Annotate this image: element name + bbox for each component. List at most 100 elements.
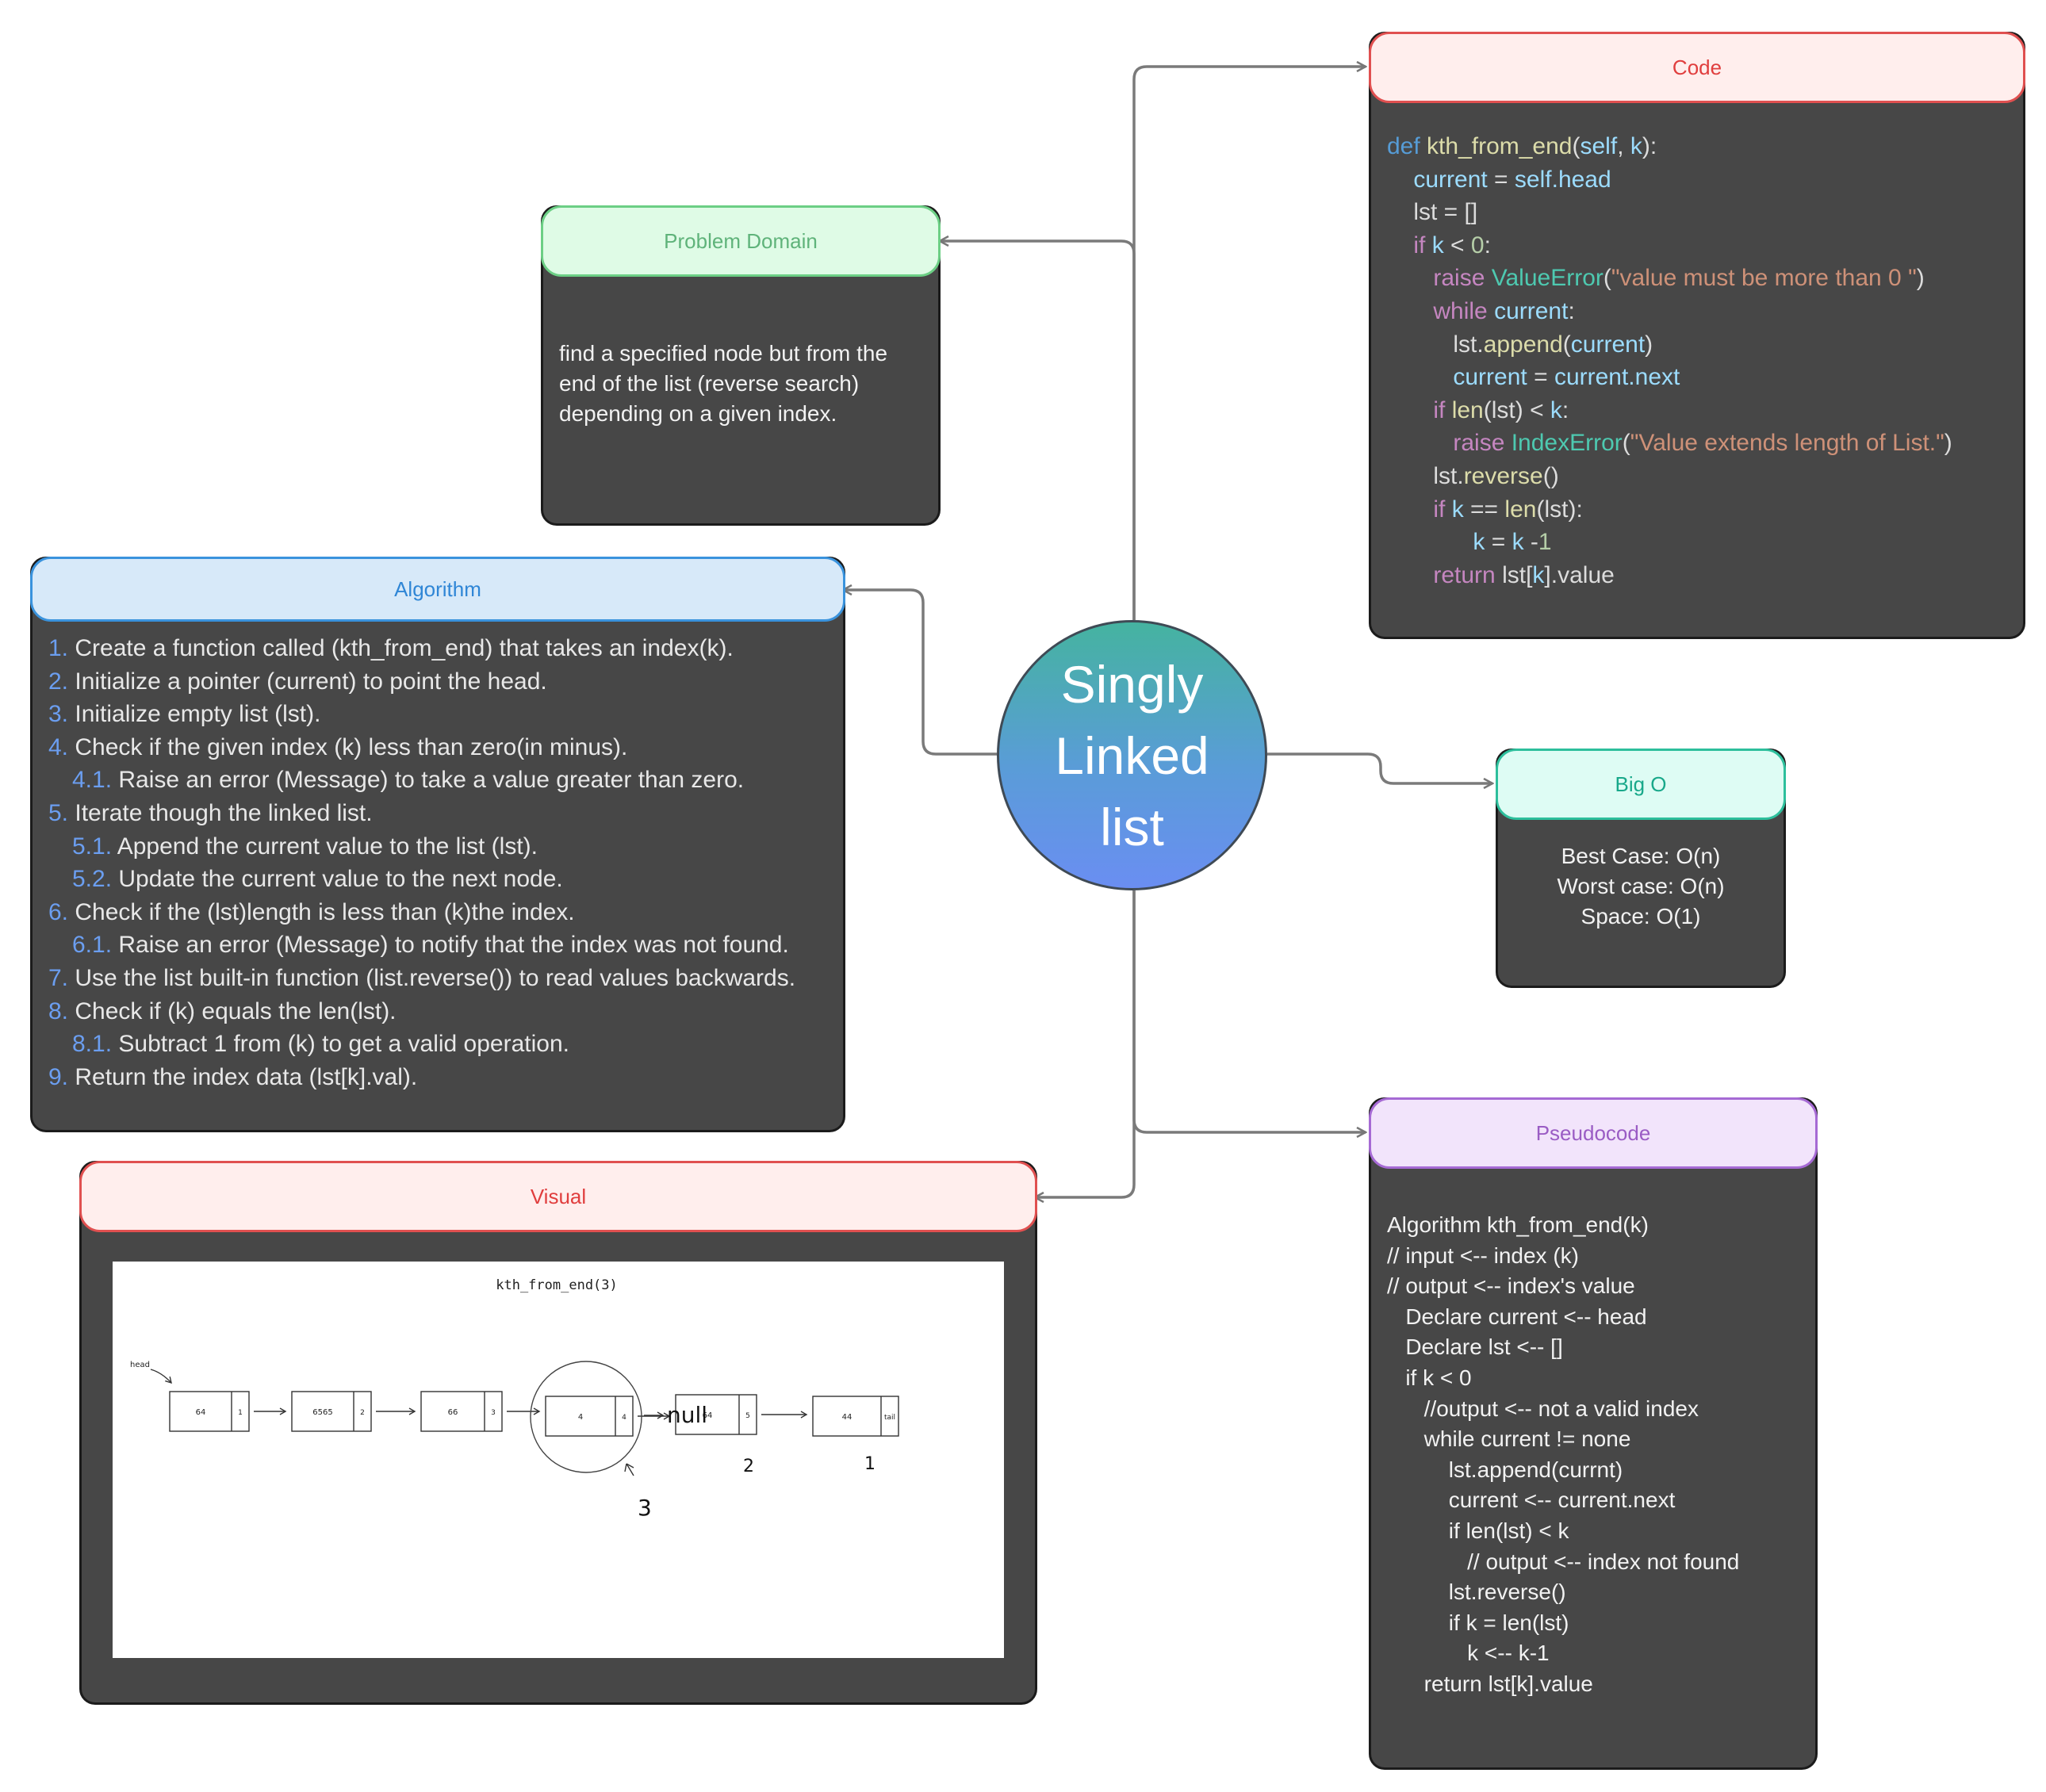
sketch-node-value: 6565: [312, 1408, 332, 1417]
code-token: -: [1523, 529, 1538, 556]
code-token: k: [1512, 529, 1524, 556]
sketch-node-next: 1: [238, 1409, 243, 1417]
sketch-head-label: head: [130, 1361, 150, 1369]
code-token: =: [1487, 166, 1515, 193]
algorithm-step-number: 8.1.: [72, 1031, 113, 1058]
code-token: <: [1443, 232, 1471, 258]
code-token: self.head: [1514, 166, 1611, 193]
connector-to-problem-domain: [940, 241, 1136, 620]
big-o-card: Big O Best Case: O(n) Worst case: O(n) S…: [1496, 749, 1786, 988]
problem-domain-text: find a specified node but from the end o…: [559, 339, 887, 429]
algorithm-card: Algorithm 1. Create a function called (k…: [30, 557, 845, 1132]
code-token: len: [1504, 496, 1537, 523]
pseudocode-card: Pseudocode Algorithm kth_from_end(k) // i…: [1369, 1097, 1818, 1770]
algorithm-step: 5.2. Update the current value to the nex…: [48, 863, 795, 896]
code-line: k = k -1: [1387, 526, 1952, 559]
center-title-line: Singly: [1060, 654, 1204, 714]
pseudocode-line: current <-- current.next: [1387, 1488, 1676, 1513]
center-title-line: list: [1100, 797, 1164, 856]
code-token: =: [1485, 529, 1512, 556]
pseudocode-title: Pseudocode: [1535, 1120, 1651, 1145]
code-token: "Value extends length of List.": [1630, 430, 1944, 457]
code-line: lst.append(current): [1387, 328, 1952, 362]
algorithm-step-text: Return the index data (lst[k].val).: [68, 1063, 418, 1090]
best-case-text: Best Case: O(n): [1561, 844, 1721, 868]
pseudocode-line: // input <-- index (k): [1387, 1243, 1579, 1268]
code-token: k: [1630, 133, 1642, 159]
sketch-mark: 1: [864, 1454, 875, 1474]
pseudocode-line: if k = len(lst): [1387, 1610, 1569, 1635]
code-token: [1387, 430, 1453, 456]
code-token: raise: [1453, 430, 1512, 457]
pseudocode-header: Pseudocode: [1369, 1097, 1818, 1169]
code-token: k: [1473, 529, 1485, 556]
code-token: ,: [1617, 133, 1630, 159]
code-token: [1387, 232, 1413, 258]
sketch-node-value: 4: [578, 1413, 583, 1422]
code-token: raise: [1433, 265, 1492, 292]
code-line: return lst[k].value: [1387, 559, 1952, 592]
sketch-node-next: tail: [884, 1414, 895, 1422]
code-token: (lst):: [1536, 496, 1583, 523]
algorithm-step-text: Iterate though the linked list.: [68, 799, 373, 826]
algorithm-step: 8. Check if (k) equals the len(lst).: [48, 995, 795, 1028]
algorithm-step-number: 3.: [48, 701, 69, 728]
code-title: Code: [1672, 55, 1722, 79]
sketch-node: [545, 1396, 634, 1437]
algorithm-step-text: Check if the (lst)length is less than (k…: [68, 898, 575, 925]
sketch-node-value: 66: [448, 1408, 458, 1417]
sketch-node-next: 4: [622, 1414, 626, 1422]
code-token: ].value: [1544, 561, 1615, 588]
code-line: current = self.head: [1387, 163, 1952, 197]
visual-header: Visual: [79, 1161, 1037, 1232]
code-token: k: [1550, 396, 1562, 423]
pseudocode-line: lst.reverse(): [1387, 1579, 1566, 1605]
code-token: [1387, 496, 1433, 523]
algorithm-step-number: 1.: [48, 635, 69, 661]
algorithm-step-number: 4.: [48, 733, 69, 760]
code-token: :: [1561, 396, 1569, 423]
algorithm-step: 6.1. Raise an error (Message) to notify …: [48, 929, 795, 962]
sketch-node-next: 5: [745, 1412, 750, 1420]
pseudocode-line: // output <-- index not found: [1387, 1549, 1740, 1574]
algorithm-step-number: 5.2.: [72, 866, 113, 893]
algorithm-step-text: Check if the given index (k) less than z…: [68, 733, 628, 760]
sketch-node-value: 64: [703, 1411, 713, 1420]
code-token: ): [1916, 265, 1925, 292]
code-token: current: [1413, 166, 1488, 193]
code-token: 0: [1470, 232, 1485, 258]
code-line: if k < 0:: [1387, 229, 1952, 262]
algorithm-header: Algorithm: [30, 557, 845, 622]
pseudocode-line: while current != none: [1387, 1426, 1631, 1452]
pseudocode-line: Declare lst <-- []: [1387, 1334, 1563, 1360]
code-token: "value must be more than 0 ": [1611, 265, 1917, 292]
sketch-node: [675, 1394, 757, 1435]
code-token: self: [1580, 133, 1618, 159]
code-token: [1387, 397, 1433, 423]
highlight-circle: [530, 1361, 642, 1473]
pseudocode-line: if k < 0: [1387, 1365, 1472, 1390]
algorithm-step-number: 6.: [48, 898, 69, 925]
sketch-node-value: 44: [842, 1413, 852, 1422]
worst-case-text: Worst case: O(n): [1557, 874, 1725, 898]
algorithm-step-number: 5.: [48, 799, 69, 826]
algorithm-step: 4.1. Raise an error (Message) to take a …: [48, 764, 795, 797]
code-token: while: [1433, 297, 1495, 324]
code-token: ValueError: [1491, 265, 1603, 292]
problem-domain-header: Problem Domain: [541, 205, 941, 277]
algorithm-step-text: Initialize empty list (lst).: [68, 701, 321, 728]
problem-domain-card: Problem Domain find a specified node but…: [541, 205, 941, 526]
code-token: k: [1431, 232, 1444, 258]
code-token: 1: [1538, 529, 1552, 556]
code-token: len: [1451, 396, 1484, 423]
pseudocode-line: Algorithm kth_from_end(k): [1387, 1212, 1649, 1237]
code-token: ):: [1642, 133, 1657, 159]
code-token: current.next: [1554, 364, 1680, 391]
code-token: (: [1562, 331, 1571, 358]
space-text: Space: O(1): [1580, 904, 1701, 929]
algorithm-steps: 1. Create a function called (kth_from_en…: [48, 632, 795, 1093]
center-node: Singly Linked list: [997, 620, 1267, 890]
